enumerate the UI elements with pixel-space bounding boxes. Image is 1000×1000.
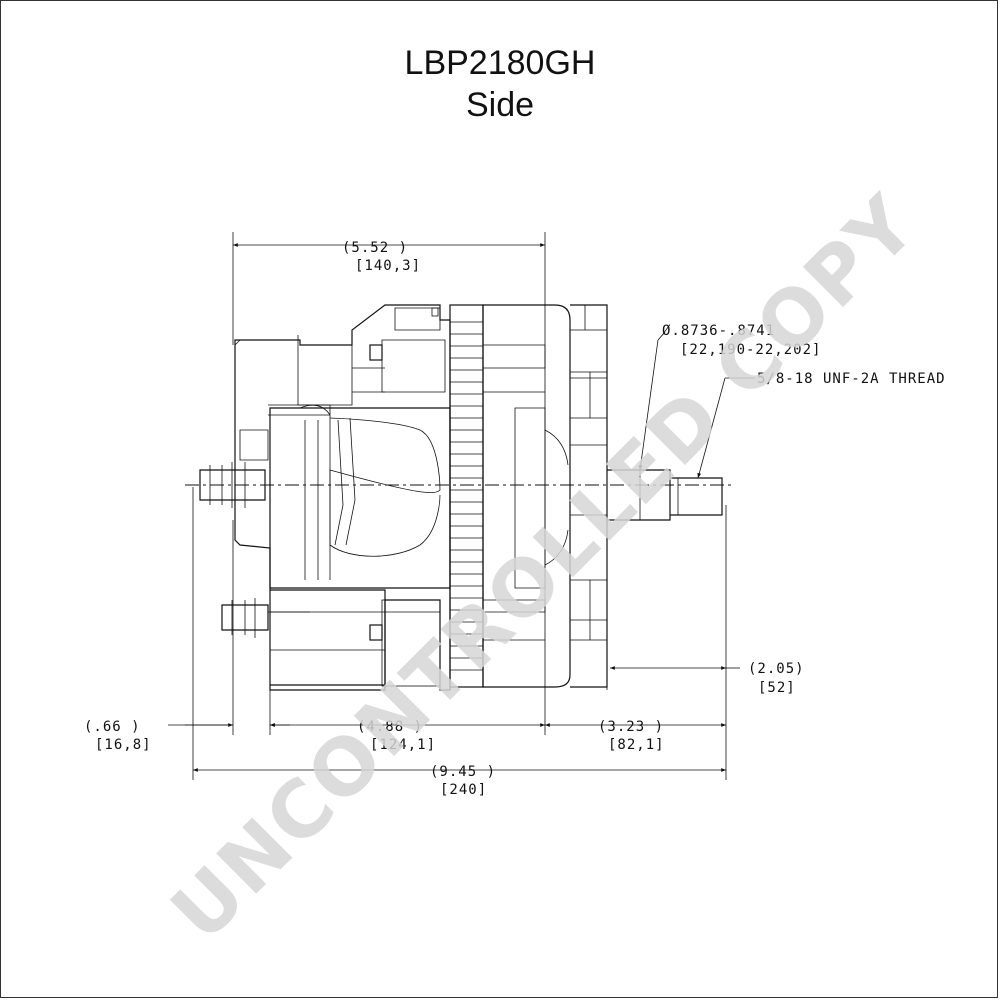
dim-body-inch: (4.88 ) [357, 719, 423, 735]
part-number-title: LBP2180GH [404, 44, 596, 82]
aux-terminal-stud [221, 598, 310, 638]
dim-body-mm: [124,1] [370, 737, 436, 753]
cooling-fan [570, 304, 608, 688]
dim-shaft-dia-mm: [22,190-22,202] [680, 342, 821, 358]
view-subtitle: Side [465, 86, 535, 124]
dim-front-inch: (3.23 ) [598, 719, 664, 735]
front-housing [482, 304, 571, 688]
stator-fins [450, 321, 483, 671]
dim-top-mm: [140,3] [355, 258, 421, 274]
rear-housing [269, 407, 451, 589]
dim-rear-inch: (.66 ) [84, 719, 141, 735]
dim-front-mm: [82,1] [608, 737, 665, 753]
dimension-lines [168, 232, 755, 780]
dim-shaft-dia-inch: Ø.8736-.8741 [662, 323, 775, 339]
dim-shaft-len-inch: (2.05) [748, 661, 805, 677]
shaft [607, 469, 671, 521]
dim-top-inch: (5.52 ) [342, 240, 408, 256]
thread-callout: 5/8-18 UNF-2A THREAD [757, 371, 946, 387]
threaded-end [670, 477, 723, 516]
dim-shaft-len-mm: [52] [758, 680, 796, 696]
claw-pole [329, 417, 441, 493]
dim-rear-mm: [16,8] [95, 737, 152, 753]
dim-overall-inch: (9.45 ) [430, 764, 496, 780]
dim-overall-mm: [240] [440, 782, 487, 798]
